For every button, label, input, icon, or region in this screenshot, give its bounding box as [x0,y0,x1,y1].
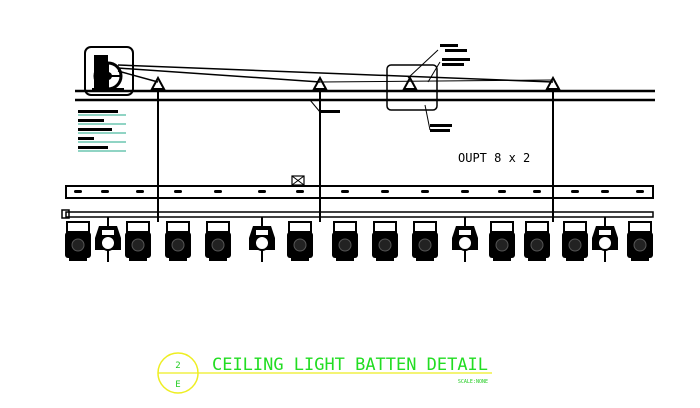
batten-slot [74,190,82,193]
par-fixture [65,221,91,261]
par-fixture [562,221,588,261]
batten-slot [341,190,349,193]
par-fixture [489,221,515,261]
pulley-hangers [150,75,561,222]
par-fixture [125,221,151,261]
winch-motor [84,46,134,96]
junction-box [291,175,305,186]
drawing-title: CEILING LIGHT BATTEN DETAIL [212,355,488,375]
par-fixture [205,221,231,261]
par-fixture [165,221,191,261]
batten-slot [381,190,389,193]
sheet-reference: E [175,380,180,390]
spot-fixture [249,217,275,262]
detail-bubble: 2 E [157,352,492,394]
detail-number: 2 [175,361,180,371]
light-batten [61,185,654,219]
spot-fixture [592,217,618,262]
par-fixture [524,221,550,261]
batten-slot [533,190,541,193]
batten-slot [101,190,109,193]
scale-note: SCALE:NONE [458,379,488,385]
spot-fixture [452,217,478,262]
pulley-3 [545,75,561,222]
batten-slot [136,190,144,193]
batten-slot [296,190,304,193]
spot-fixture [95,217,121,262]
illegible-annotations [320,44,470,132]
batten-slot [571,190,579,193]
detail-callout-box [386,64,438,111]
motor-spec-table [78,110,126,152]
batten-slot [601,190,609,193]
par-fixture [412,221,438,261]
par-fixture [372,221,398,261]
batten-slot [461,190,469,193]
ceiling-truss [75,89,655,102]
batten-slot [636,190,644,193]
par-fixture [287,221,313,261]
batten-slot [214,190,222,193]
batten-slot [421,190,429,193]
par-fixture [627,221,653,261]
par-fixture [332,221,358,261]
batten-slot [258,190,266,193]
batten-slot [498,190,506,193]
leader-lines [309,49,441,131]
suspension-cables [117,64,554,83]
pulley-1 [150,75,166,222]
batten-slot [174,190,182,193]
output-label: OUPT 8 x 2 [458,151,530,165]
fixture-row [65,217,653,262]
